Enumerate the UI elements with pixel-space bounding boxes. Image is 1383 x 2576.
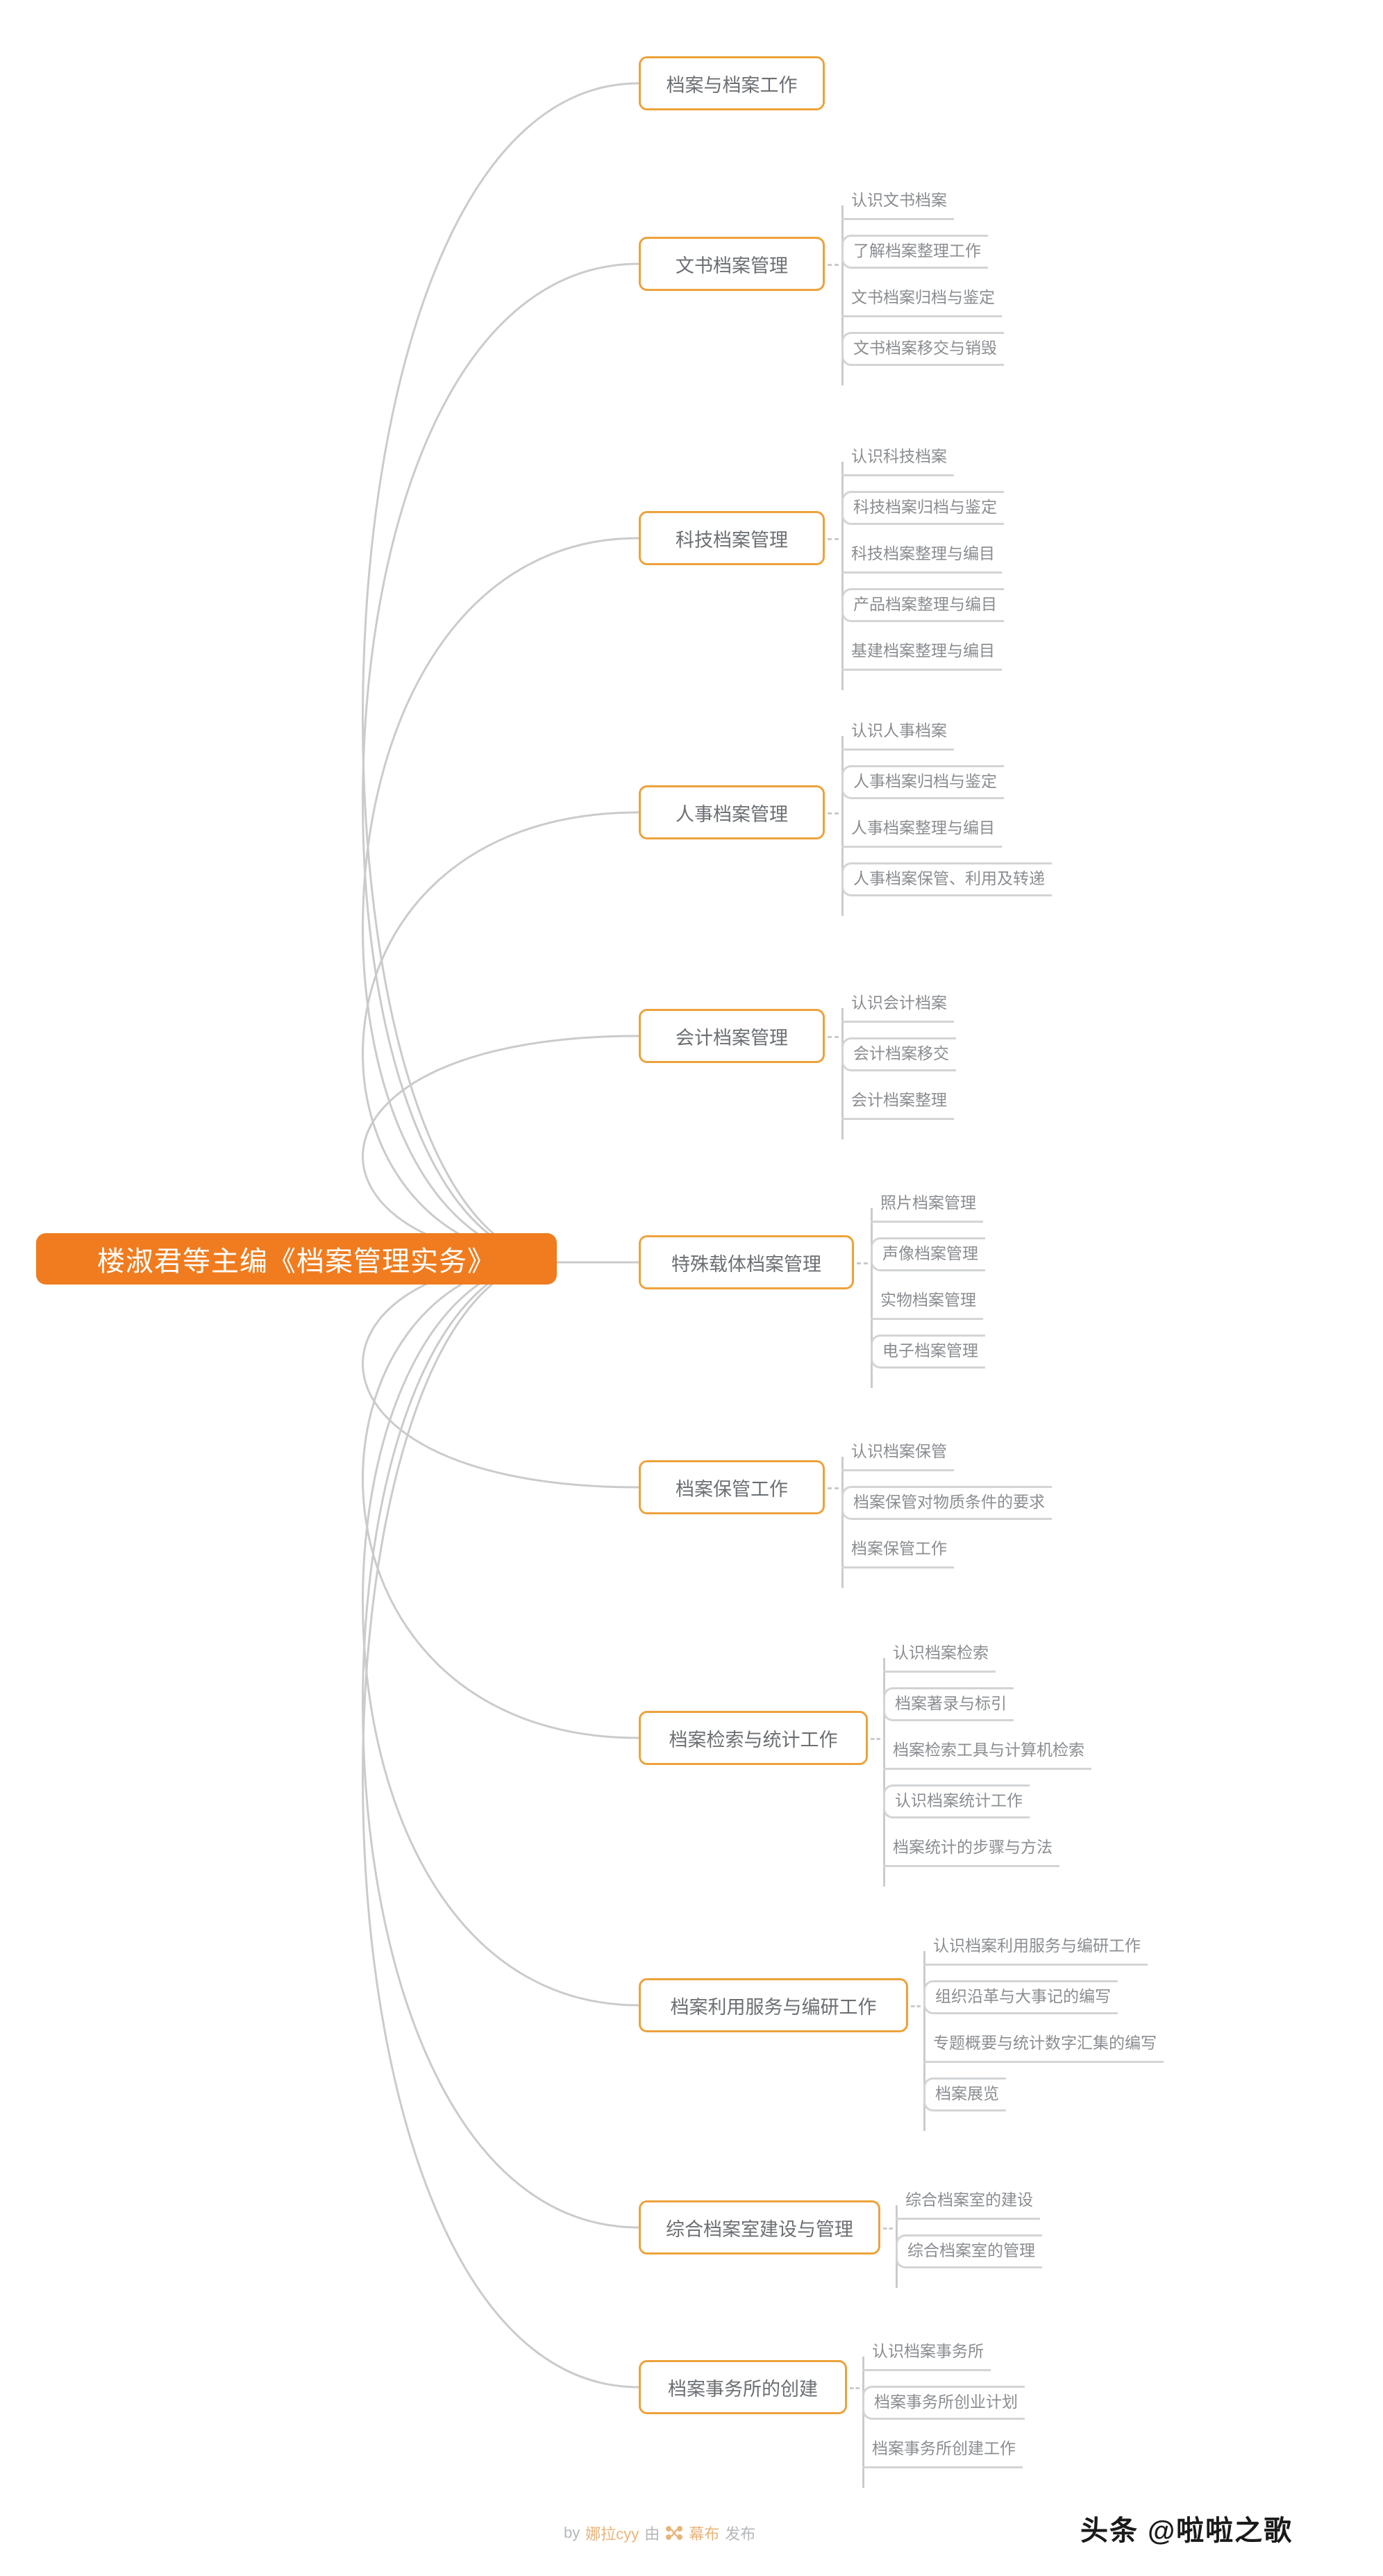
leaf-node[interactable]: 认识档案统计工作 [883,1784,1030,1818]
children-spine-4 [841,736,844,916]
leaf-node[interactable]: 档案保管对物质条件的要求 [841,1486,1052,1520]
leaf-node[interactable]: 文书档案归档与鉴定 [841,283,1002,317]
leaf-node[interactable]: 认识人事档案 [841,717,954,751]
branch-node-11[interactable]: 档案事务所的创建 [639,2360,847,2414]
footer-credit: by 娜拉cyy 由 幕布 发布 [564,2522,755,2544]
root-to-branch-link [362,262,639,1260]
children-spine-7 [841,1457,844,1588]
root-to-branch-link [362,1257,639,2389]
children-spine-6 [871,1208,873,1388]
branch-stub-6 [857,1262,868,1264]
leaf-node[interactable]: 档案著录与标引 [883,1687,1014,1721]
branch-node-8[interactable]: 档案检索与统计工作 [639,1711,868,1765]
root-node[interactable]: 楼淑君等主编《档案管理实务》 [36,1233,557,1285]
root-to-branch-link [362,1035,639,1260]
root-to-branch-link [362,1257,639,1489]
leaf-node[interactable]: 档案事务所创业计划 [862,2386,1025,2420]
footer-prefix: by [564,2524,580,2541]
leaf-node[interactable]: 认识文书档案 [841,186,954,220]
footer-middle: 由 [644,2525,660,2543]
branch-node-5[interactable]: 会计档案管理 [639,1009,825,1063]
root-to-branch-link [362,811,639,1260]
children-spine-5 [841,1008,844,1139]
leaf-node[interactable]: 综合档案室的管理 [896,2234,1042,2268]
leaf-node[interactable]: 了解档案整理工作 [841,235,988,269]
root-to-branch-link [362,1257,639,1739]
leaf-node[interactable]: 声像档案管理 [871,1237,985,1271]
leaf-node[interactable]: 档案事务所创建工作 [862,2434,1023,2468]
leaf-node[interactable]: 人事档案归档与鉴定 [841,765,1004,799]
leaf-node[interactable]: 认识档案检索 [883,1639,996,1673]
leaf-node[interactable]: 科技档案整理与编目 [841,540,1002,574]
leaf-node[interactable]: 电子档案管理 [871,1335,985,1369]
children-spine-9 [923,1951,925,2131]
leaf-node[interactable]: 文书档案移交与销毁 [841,332,1004,366]
footer-suffix: 发布 [725,2525,756,2543]
branch-stub-8 [871,1738,880,1740]
branch-node-3[interactable]: 科技档案管理 [639,511,825,565]
branch-node-7[interactable]: 档案保管工作 [639,1460,825,1514]
branch-node-9[interactable]: 档案利用服务与编研工作 [639,1978,908,2032]
branch-stub-5 [828,1036,839,1038]
leaf-node[interactable]: 认识档案利用服务与编研工作 [923,1932,1148,1966]
leaf-node[interactable]: 认识档案保管 [841,1437,954,1471]
root-to-branch-link [362,537,639,1260]
branch-stub-2 [828,264,839,266]
leaf-node[interactable]: 产品档案整理与编目 [841,588,1004,622]
mubu-logo-icon [665,2525,683,2541]
branch-stub-10 [883,2227,893,2230]
root-to-branch-link [362,82,639,1260]
watermark-text: 头条 @啦啦之歌 [1080,2516,1293,2546]
children-spine-8 [883,1658,885,1887]
children-spine-11 [862,2357,864,2488]
branch-stub-7 [828,1487,839,1489]
root-to-branch-link [362,1257,639,2229]
leaf-node[interactable]: 认识科技档案 [841,442,954,476]
footer-author: 娜拉cyy [585,2525,639,2543]
leaf-node[interactable]: 实物档案管理 [871,1286,983,1320]
leaf-node[interactable]: 照片档案管理 [871,1189,983,1223]
branch-node-1[interactable]: 档案与档案工作 [639,56,825,110]
branch-stub-3 [828,538,839,540]
branch-node-10[interactable]: 综合档案室建设与管理 [639,2200,880,2255]
leaf-node[interactable]: 综合档案室的建设 [896,2186,1040,2220]
leaf-node[interactable]: 组织沿革与大事记的编写 [923,1980,1118,2014]
leaf-node[interactable]: 人事档案整理与编目 [841,814,1002,848]
leaf-node[interactable]: 人事档案保管、利用及转递 [841,862,1052,896]
footer-brand: 幕布 [689,2525,720,2543]
leaf-node[interactable]: 会计档案移交 [841,1037,956,1071]
leaf-node[interactable]: 档案展览 [923,2077,1006,2111]
children-spine-2 [841,206,844,385]
branch-node-2[interactable]: 文书档案管理 [639,237,825,291]
leaf-node[interactable]: 专题概要与统计数字汇集的编写 [923,2029,1164,2063]
leaf-node[interactable]: 认识会计档案 [841,989,954,1023]
root-to-branch-link [362,1257,639,2007]
leaf-node[interactable]: 档案检索工具与计算机检索 [883,1736,1091,1770]
branch-node-6[interactable]: 特殊载体档案管理 [639,1235,854,1289]
leaf-node[interactable]: 认识档案事务所 [862,2337,991,2371]
branch-node-4[interactable]: 人事档案管理 [639,785,825,839]
leaf-node[interactable]: 会计档案整理 [841,1086,954,1120]
branch-stub-11 [850,2387,860,2389]
leaf-node[interactable]: 科技档案归档与鉴定 [841,491,1004,525]
leaf-node[interactable]: 档案统计的步骤与方法 [883,1833,1059,1867]
children-spine-3 [841,462,844,690]
branch-stub-9 [911,2005,921,2007]
leaf-node[interactable]: 档案保管工作 [841,1534,954,1569]
leaf-node[interactable]: 基建档案整理与编目 [841,637,1002,671]
branch-stub-4 [828,812,839,814]
